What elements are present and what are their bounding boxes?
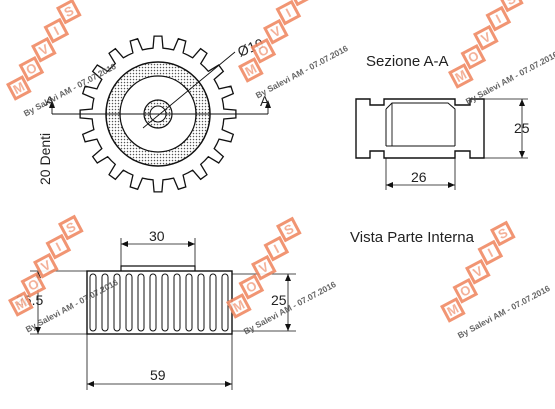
watermark-tile-inner [494,224,512,243]
side-tooth-groove [161,273,169,332]
watermark-letter: S [503,0,518,8]
side-tooth-groove [101,273,109,332]
watermark-tile-inner [267,22,285,41]
watermark-tile-inner [62,218,80,237]
right-height-arrow-top [285,274,291,281]
side-tooth-groove [89,273,97,332]
internal-view-title: Vista Parte Interna [350,229,475,246]
watermark-tile-inner [35,40,53,59]
watermark-tile-inner [242,278,261,296]
section-height-arrow-bottom [519,151,525,158]
total-width-arrow-right [225,381,232,387]
watermark-tile-inner [279,3,298,22]
side-tooth-groove [185,273,193,332]
side-tooth-groove [209,273,217,332]
watermark-letter: I [493,11,503,26]
watermark-tile-inner [280,220,298,239]
side-tooth-groove [197,273,205,332]
gear-teeth-outline [79,35,237,193]
section-height-label: 25 [514,120,530,136]
section-title: Sezione A-A [366,53,449,70]
side-view: 30 59 26.5 25 [16,228,296,390]
watermark-tile-inner [489,9,508,28]
watermark-tile-inner [452,67,470,85]
section-width-arrow-right [448,182,455,188]
watermark-tile-inner [47,21,66,40]
side-tooth-groove [113,273,121,332]
section-outer-profile [355,98,485,159]
side-view-teeth [89,273,229,332]
section-width-arrow-left [386,182,393,188]
watermark-tile-inner [267,239,286,258]
side-tooth-groove [137,273,145,332]
right-height-arrow-bottom [285,324,291,331]
side-view-body [86,270,233,335]
section-view: Sezione A-A 25 26 [355,53,530,190]
watermark-tile-inner [464,48,483,66]
watermark-tile-inner [12,295,30,313]
section-arrow-right-head [265,100,271,108]
total-width-arrow-left [87,381,94,387]
front-view: Ø10 A A 20 Denti [37,35,271,193]
watermark-letter: I [271,241,281,256]
watermark-tile-inner [242,61,260,79]
hub-width-arrow-left [121,241,128,247]
watermark-tile-inner [60,2,78,21]
watermark-letter: I [51,23,61,38]
side-view-hub [120,265,196,271]
watermark-tile-inner [37,256,55,275]
watermark-letter: I [53,239,63,254]
section-height-arrow-top [519,99,525,106]
side-tooth-groove [149,273,157,332]
teeth-count-label: 20 Denti [37,133,53,185]
total-width-label: 59 [150,367,166,383]
watermark-tile-inner [22,60,41,78]
section-arrow-left-head [49,100,55,108]
watermark-tile-inner [481,243,500,262]
section-width-label: 26 [411,169,427,185]
watermark-tile-inner [477,28,495,47]
hub-width-label: 30 [149,228,165,244]
watermark-tile-inner [444,301,462,319]
watermark-tile [497,0,524,13]
watermark-tile-inner [24,276,43,294]
watermark-letter: S [293,0,308,2]
watermark-tile-inner [254,42,273,60]
bore-diameter-leader [142,51,236,129]
side-tooth-groove [173,273,181,332]
side-tooth-groove [125,273,133,332]
section-mark-left: A [45,93,55,109]
right-height-label: 25 [271,292,287,308]
watermark-letter: I [485,245,495,260]
watermark-tile-inner [502,0,520,9]
watermark-tile-inner [456,282,475,300]
watermark-tile-inner [230,297,248,315]
watermark-tile-inner [469,262,487,281]
watermark-letter: I [283,5,293,20]
watermark-tile-inner [49,237,68,256]
watermark-tile-inner [10,79,28,97]
left-height-arrow-bottom [35,327,41,334]
watermark-tile-inner [255,258,273,277]
section-inner-profile [385,102,456,147]
hub-width-arrow-right [188,241,195,247]
section-mark-right: A [260,93,270,109]
